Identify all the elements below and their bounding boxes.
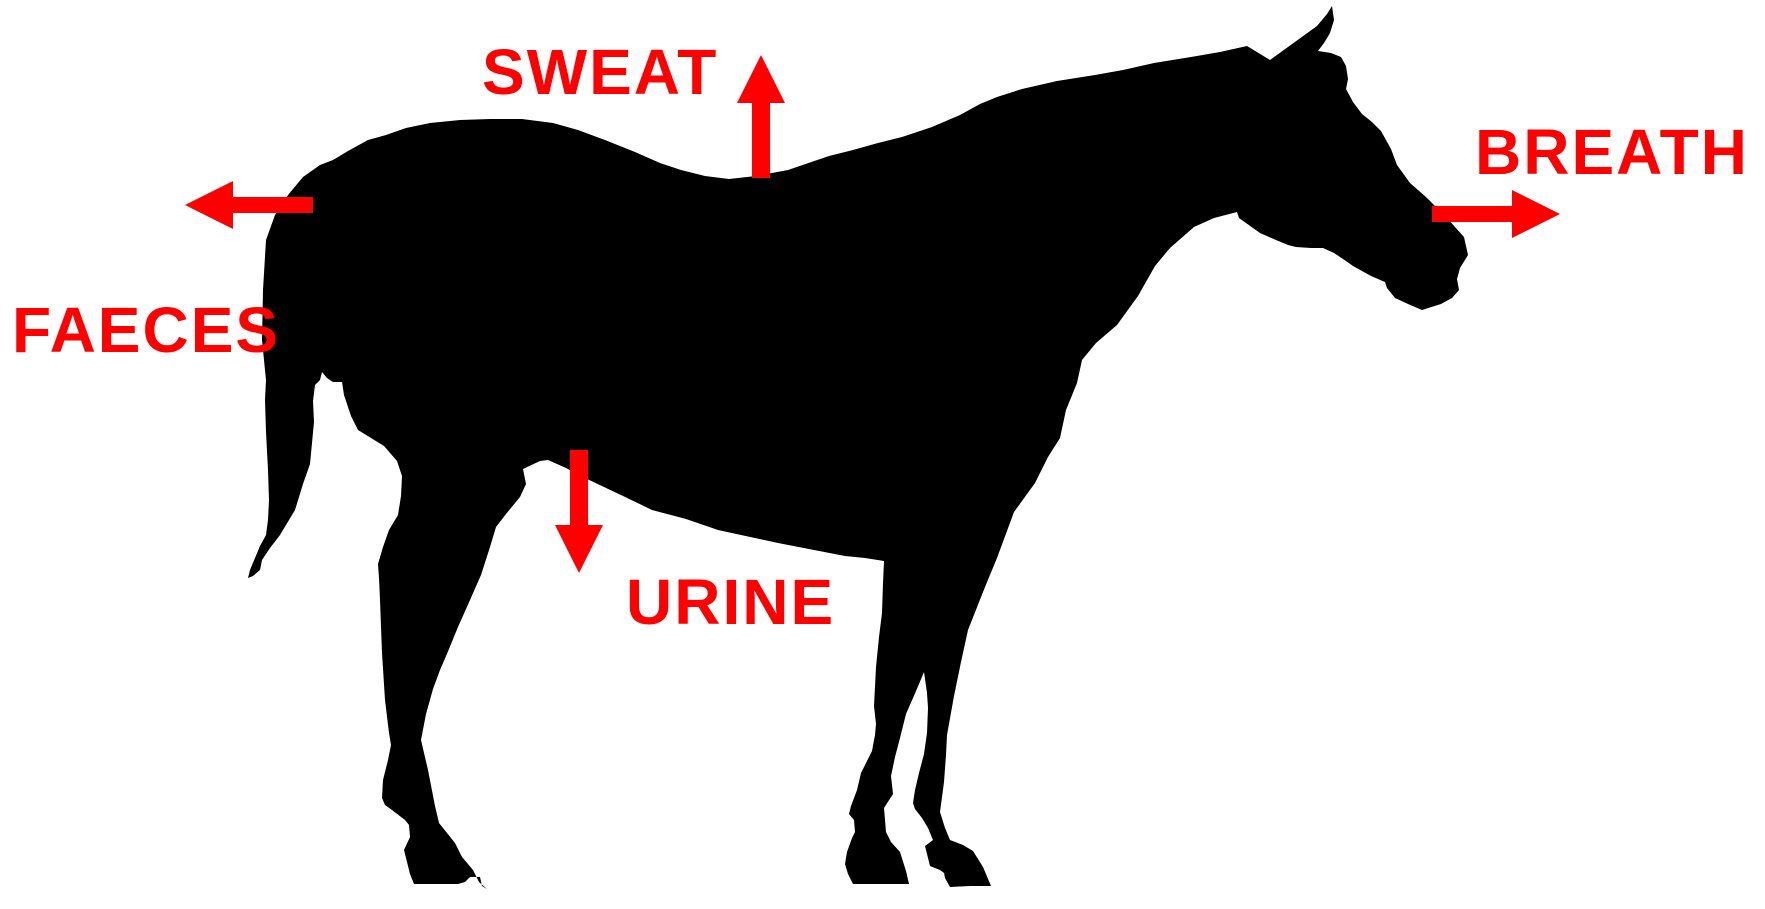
sweat-label: SWEAT [482,40,718,104]
horse-silhouette [248,6,1468,889]
breath-label: BREATH [1475,120,1749,184]
faeces-label: FAECES [12,298,280,362]
urine-label: URINE [626,570,835,634]
sweat-arrow-up [737,55,785,178]
